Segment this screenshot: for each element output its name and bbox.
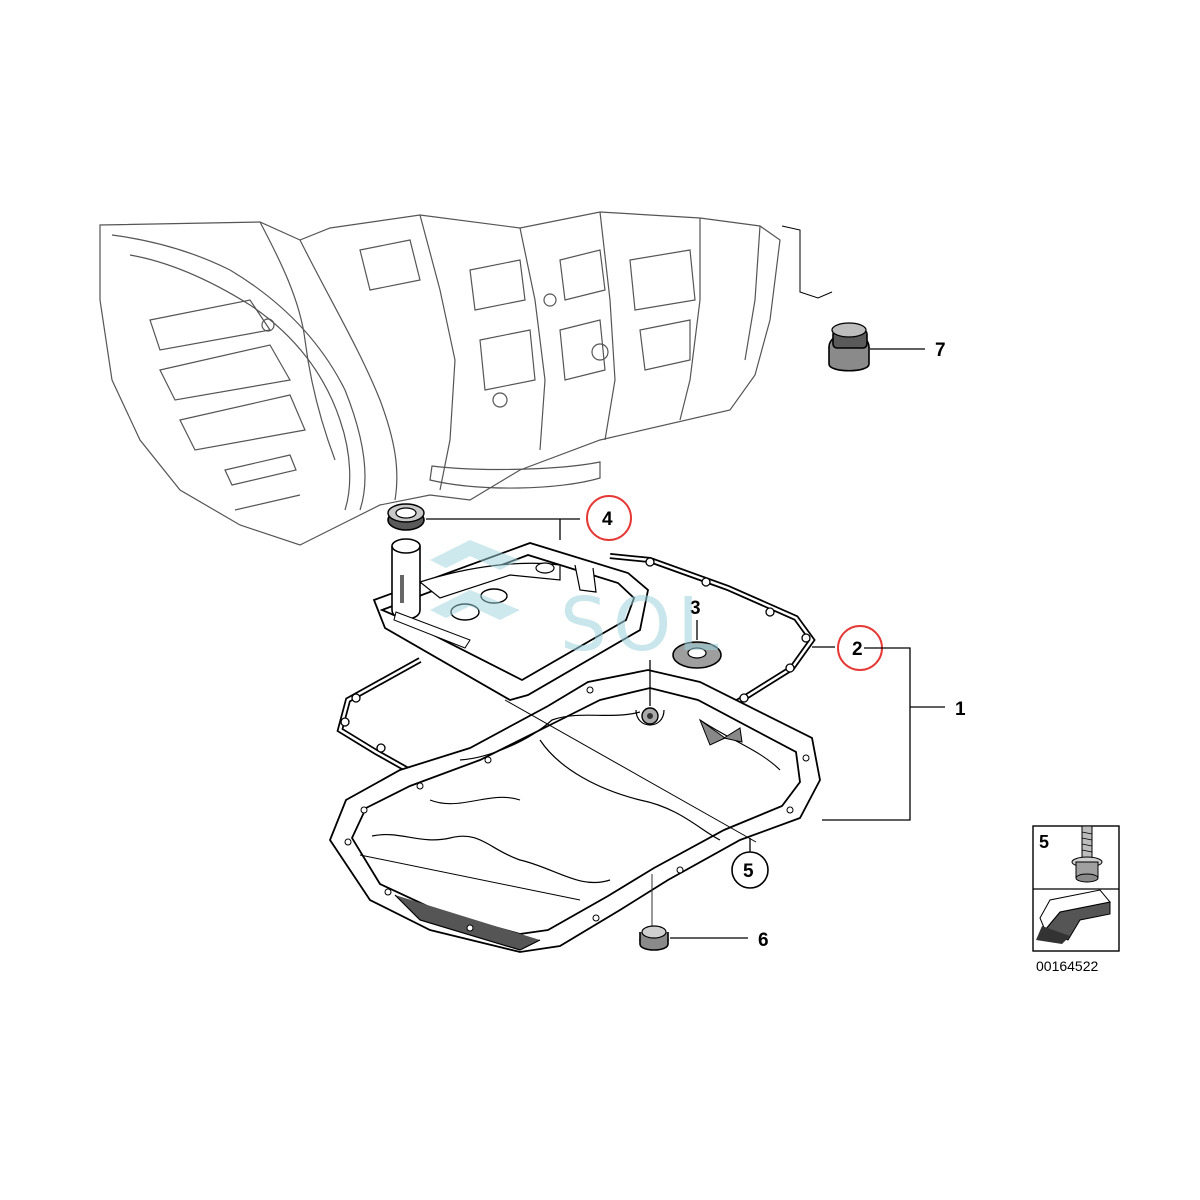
callout-6: 6 [758, 930, 769, 951]
reference-number: 00164522 [1036, 958, 1099, 974]
transmission-housing [99, 211, 781, 546]
callout-circle-5 [731, 851, 769, 889]
oil-pan-part [328, 669, 821, 953]
direction-arrow-icon [1036, 889, 1111, 944]
bracket-line-7 [781, 225, 833, 299]
callout-5: 5 [743, 861, 754, 882]
callout-7: 7 [935, 340, 946, 361]
seal-ring-part-4 [387, 503, 425, 531]
highlight-circle-4 [586, 495, 632, 541]
callout-1: 1 [955, 699, 966, 720]
legend-label: 5 [1039, 832, 1049, 852]
bracket-1 [822, 647, 911, 821]
watermark: SOL [430, 540, 724, 668]
callout-3: 3 [690, 598, 701, 619]
plug-part-7 [828, 322, 870, 372]
washer-part-3 [672, 641, 722, 669]
bolt-icon [1071, 825, 1103, 883]
callout-2: 2 [852, 639, 863, 660]
filter-part [372, 538, 649, 701]
callout-4: 4 [602, 509, 613, 530]
legend-box: 5 [1032, 825, 1120, 952]
drain-plug-part-6 [639, 925, 669, 951]
watermark-text: SOL [560, 582, 724, 668]
